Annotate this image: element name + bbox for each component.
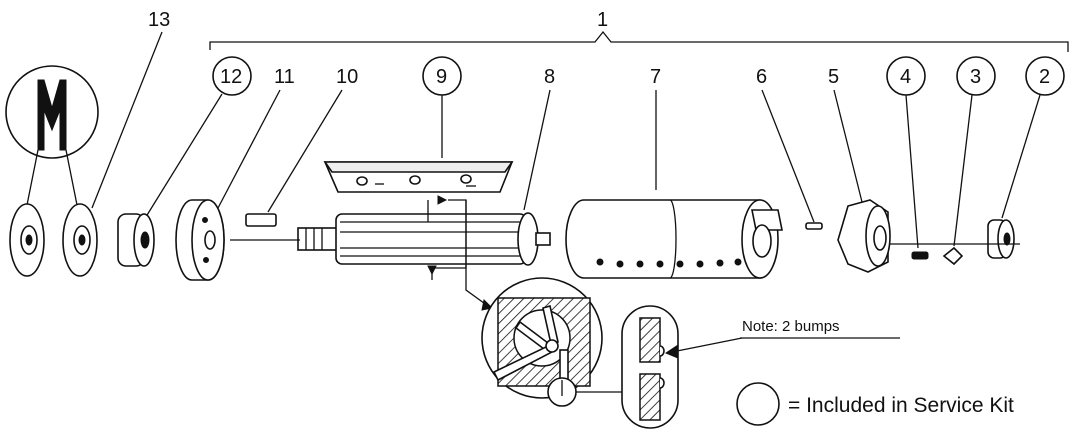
label-6: 6 bbox=[756, 66, 767, 88]
assembly-bracket bbox=[209, 30, 1069, 52]
part-2-bearing bbox=[987, 219, 1015, 259]
label-1: 1 bbox=[597, 9, 608, 31]
label-12: 12 bbox=[220, 66, 242, 88]
part-8-rotor bbox=[297, 212, 551, 266]
leader-3 bbox=[953, 94, 973, 247]
label-2-circle bbox=[1025, 56, 1065, 96]
label-12-circle bbox=[212, 56, 252, 96]
legend: = Included in Service Kit bbox=[736, 382, 1014, 426]
part-3-ball bbox=[942, 246, 964, 266]
part-12-bearing bbox=[117, 213, 155, 267]
label-11: 11 bbox=[274, 66, 295, 88]
leader-6 bbox=[761, 89, 815, 223]
part-13-washer-a bbox=[9, 203, 45, 277]
label-2: 2 bbox=[1039, 66, 1050, 88]
leader-12 bbox=[143, 93, 223, 221]
leader-10 bbox=[267, 89, 343, 213]
note-callout: Note: 2 bumps bbox=[664, 318, 900, 359]
label-10: 10 bbox=[336, 66, 358, 88]
part-11-end-plate bbox=[175, 199, 225, 281]
leader-5 bbox=[833, 89, 863, 203]
part-4-screw bbox=[911, 251, 929, 260]
leader-13 bbox=[91, 31, 163, 209]
cross-section-detail bbox=[481, 277, 622, 407]
label-7: 7 bbox=[650, 66, 661, 88]
label-3-circle bbox=[956, 56, 996, 96]
leader-2 bbox=[1001, 94, 1041, 219]
label-9: 9 bbox=[436, 66, 447, 88]
leader-4 bbox=[905, 94, 919, 249]
label-13: 13 bbox=[148, 9, 170, 31]
part-7-cylinder bbox=[565, 199, 783, 279]
legend-text: = Included in Service Kit bbox=[788, 394, 1014, 417]
leader-11 bbox=[217, 89, 281, 209]
part-10-key bbox=[245, 213, 277, 227]
label-3: 3 bbox=[970, 66, 981, 88]
part-9-vane bbox=[323, 161, 514, 193]
leader-8 bbox=[523, 89, 551, 211]
label-8: 8 bbox=[544, 66, 555, 88]
part-6-pin bbox=[805, 222, 823, 230]
part-5-end-plate bbox=[837, 199, 891, 273]
washer-detail-callout bbox=[5, 65, 99, 211]
bump-detail bbox=[621, 305, 679, 429]
label-5: 5 bbox=[828, 66, 839, 88]
label-4: 4 bbox=[900, 66, 911, 88]
part-13-washer-b bbox=[62, 203, 98, 277]
note-text: Note: 2 bumps bbox=[742, 318, 840, 335]
detail-arrows bbox=[427, 195, 494, 311]
legend-circle-icon bbox=[736, 382, 780, 426]
